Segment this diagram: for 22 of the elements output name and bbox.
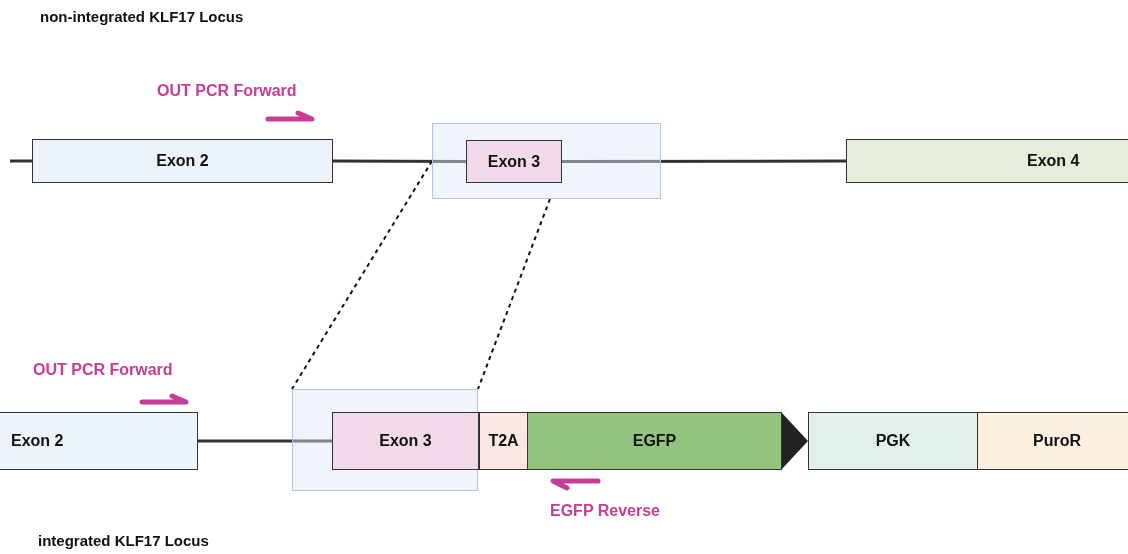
highlight-box bbox=[292, 389, 478, 491]
exon-box: Exon 2 bbox=[0, 412, 198, 470]
dna-strand-line bbox=[10, 159, 32, 163]
dashed-connector bbox=[477, 198, 551, 390]
exon-box: Exon 4 bbox=[846, 139, 1128, 183]
dna-strand-line bbox=[562, 159, 846, 163]
dashed-connector bbox=[291, 160, 433, 390]
primer-label: EGFP Reverse bbox=[550, 502, 660, 520]
resistance-gene-box: PuroR bbox=[977, 412, 1128, 470]
t2a-box: T2A bbox=[479, 412, 528, 470]
promoter-box: PGK bbox=[808, 412, 978, 470]
exon-box: Exon 3 bbox=[332, 412, 479, 470]
egfp-box: EGFP bbox=[527, 412, 782, 470]
exon-box: Exon 2 bbox=[32, 139, 333, 183]
primer-label: OUT PCR Forward bbox=[33, 361, 173, 379]
exon-box: Exon 3 bbox=[466, 140, 562, 183]
locus-title: integrated KLF17 Locus bbox=[38, 532, 209, 549]
dna-strand-line bbox=[198, 439, 332, 443]
locus-title: non-integrated KLF17 Locus bbox=[40, 8, 244, 25]
highlight-box bbox=[432, 123, 661, 199]
dna-strand-line bbox=[333, 159, 466, 163]
primer-label: OUT PCR Forward bbox=[157, 82, 297, 100]
